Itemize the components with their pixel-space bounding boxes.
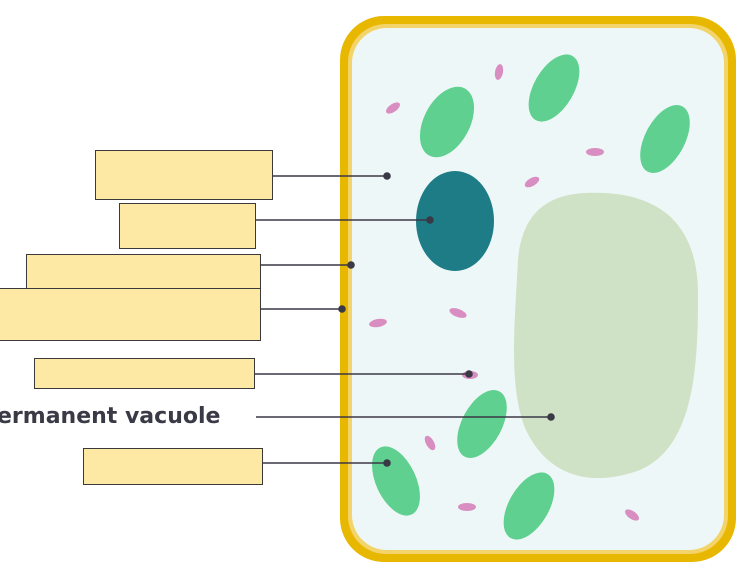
chloroplast [640, 105, 690, 173]
organelle [625, 509, 639, 521]
leader-dot [547, 413, 555, 421]
chloroplast [503, 472, 555, 540]
leader-dot [383, 459, 391, 467]
answer-box-cell-wall[interactable] [0, 288, 261, 341]
chloroplast [419, 86, 475, 158]
leader-dot [465, 370, 473, 378]
nucleus [416, 171, 494, 271]
chloroplast [528, 54, 580, 122]
answer-box-cell-membrane[interactable] [26, 254, 261, 290]
organelle [424, 435, 436, 451]
answer-box-mitochondrion[interactable] [34, 358, 255, 389]
leader-dot [347, 261, 355, 269]
organelle [458, 503, 476, 511]
answer-box-chloroplast[interactable] [83, 448, 263, 485]
organelle [494, 64, 504, 80]
organelle [449, 308, 467, 318]
permanent-vacuole [514, 192, 699, 479]
leader-dot [383, 172, 391, 180]
answer-box-nucleus[interactable] [119, 203, 256, 249]
organelle [524, 176, 540, 188]
answer-box-cytoplasm[interactable] [95, 150, 273, 200]
leader-dot [338, 305, 346, 313]
chloroplast [457, 390, 507, 458]
permanent-vacuole-label: ermanent vacuole [0, 404, 221, 429]
organelle [386, 102, 400, 114]
leader-dot [426, 216, 434, 224]
organelle [369, 318, 387, 328]
organelle [586, 148, 604, 156]
